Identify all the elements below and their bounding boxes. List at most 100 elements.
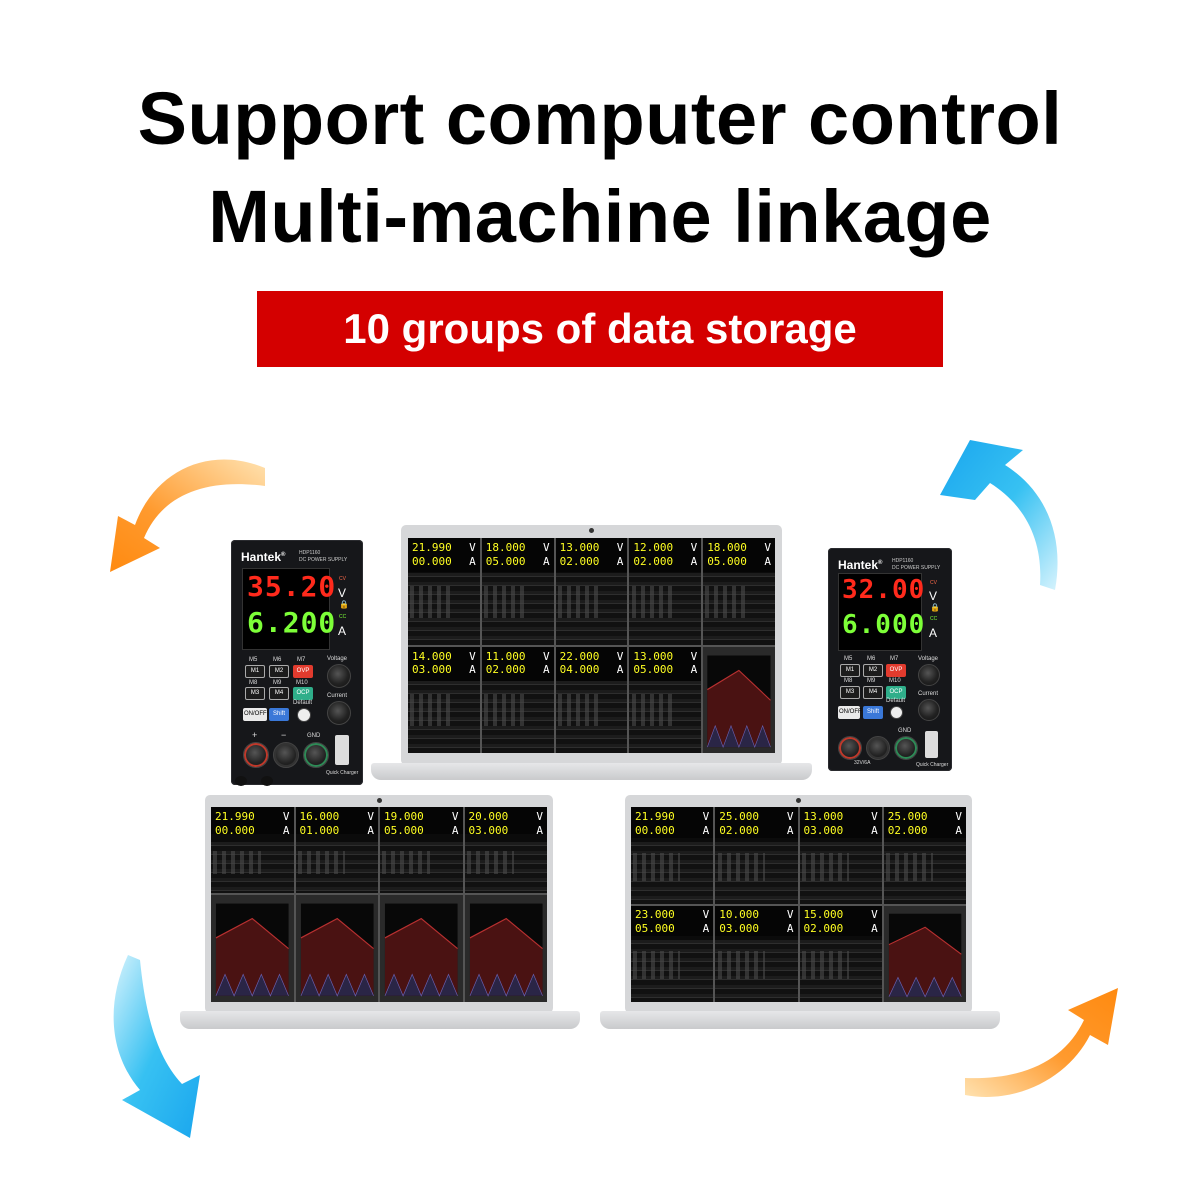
readout-area [464,807,547,835]
m3-button[interactable]: M3 [245,687,265,700]
voltage-knob[interactable] [327,664,351,688]
gnd-terminal[interactable] [894,736,918,760]
on-off-button[interactable]: ON/OFF [243,708,267,721]
volt-unit: V [367,809,374,823]
waveform-graph [888,913,962,998]
volt-unit: V [786,809,794,823]
m2-button[interactable]: M2 [269,665,289,678]
settings-table [799,940,882,1002]
voltage-row: 18.000 V [707,541,771,554]
current-value: 05.000 [633,663,674,677]
voltage-knob[interactable] [918,664,940,686]
m1-button[interactable]: M1 [245,665,265,678]
current-value: 03.000 [803,823,844,837]
m2-button[interactable]: M2 [863,664,883,677]
shift-button[interactable]: Shift [269,708,289,721]
usb-port[interactable] [335,735,349,765]
negative-terminal[interactable] [273,742,299,768]
volt-unit: V [871,809,878,823]
current-knob[interactable] [918,699,940,721]
lock-icon: 🔒 [930,603,940,612]
voltage-value: 14.000 [412,649,452,663]
m8-label: M8 [844,678,853,684]
curved-arrow-orange-bottom-right-icon [965,988,1118,1097]
positive-terminal[interactable] [838,736,862,760]
amp-unit: A [542,663,550,677]
registered-mark: ® [281,552,286,558]
amp-unit: A [469,663,476,677]
amp-unit: A [702,823,710,837]
m3-button[interactable]: M3 [840,686,860,699]
current-value: 05.000 [635,922,675,936]
m4-button[interactable]: M4 [863,686,883,699]
current-row: 02.000 A [719,824,793,837]
settings-table [408,681,480,753]
current-value: 02.000 [719,823,759,837]
settings-table [380,841,463,893]
amp-unit: A [536,823,543,837]
waveform-panel [211,894,294,1002]
settings-table [481,681,554,753]
voltage-value: 13.000 [803,809,844,823]
settings-table [631,940,714,1002]
ocp-button[interactable]: OCP [293,687,313,700]
m4-button[interactable]: M4 [269,687,289,700]
current-value: 03.000 [719,922,759,936]
m10-label: M10 [296,680,308,686]
readout-area [703,538,775,573]
readout-area [631,905,714,937]
readout-area [715,905,798,937]
default-lock-button[interactable] [890,706,903,719]
gnd-terminal[interactable] [303,742,329,768]
usb-port[interactable] [925,731,938,758]
ovp-button[interactable]: OVP [293,665,313,678]
ovp-button[interactable]: OVP [886,664,906,677]
volt-unit: V [702,809,710,823]
m10-label: M10 [889,678,901,684]
amp-unit: A [786,823,794,837]
quick-charger-label: Quick Charger [326,770,359,776]
psu-subtitle: DC POWER SUPPLY [299,557,348,563]
settings-table [408,572,480,645]
current-knob-label: Current [918,691,939,697]
voltage-value: 18.000 [707,541,747,555]
headline-line-1: Support computer control [137,77,1063,160]
volt-unit: V [929,589,938,603]
m9-label: M9 [273,680,282,686]
current-knob[interactable] [327,701,351,725]
amp-unit: A [616,554,624,568]
brand-text: Hantek [838,558,879,572]
default-lock-button[interactable] [297,708,311,722]
on-off-button[interactable]: ON/OFF [838,706,862,719]
voltage-row: 13.000 V [804,810,878,823]
ocp-button[interactable]: OCP [886,686,906,699]
voltage-readout: 35.20 [247,570,337,603]
shift-button[interactable]: Shift [863,706,883,719]
m1-button[interactable]: M1 [840,664,860,677]
quick-charger-label: Quick Charger [916,762,949,768]
positive-terminal[interactable] [243,742,269,768]
amp-unit: A [871,922,878,936]
negative-terminal[interactable] [866,736,890,760]
volt-unit: V [764,541,771,555]
amp-unit: A [955,823,962,837]
